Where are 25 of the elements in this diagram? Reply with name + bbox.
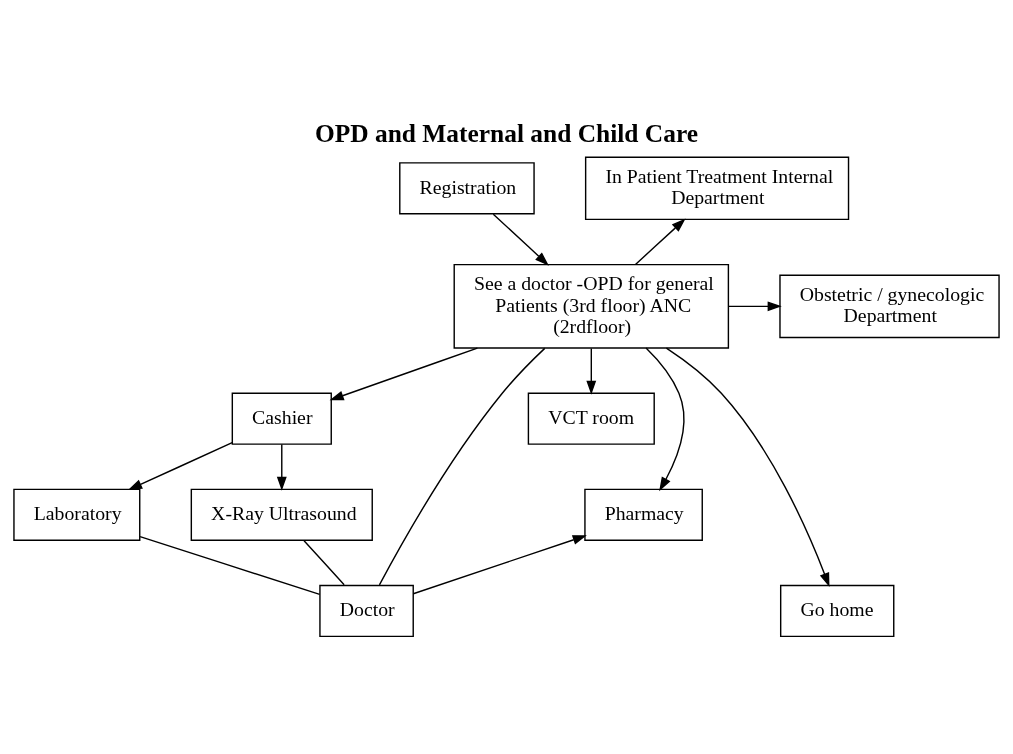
connector bbox=[139, 535, 321, 596]
arrow bbox=[329, 347, 479, 401]
arrow bbox=[412, 535, 587, 595]
arrow bbox=[645, 347, 685, 492]
node-box: Registration bbox=[399, 162, 535, 215]
node-box: Doctor bbox=[319, 584, 414, 638]
arrow bbox=[492, 213, 549, 266]
connector bbox=[378, 347, 546, 586]
arrow bbox=[634, 218, 686, 266]
node-box: In Patient Treatment Internal Department bbox=[584, 156, 850, 221]
node-box: Cashier bbox=[231, 392, 332, 445]
arrow bbox=[728, 301, 782, 312]
arrow bbox=[586, 347, 597, 395]
arrow bbox=[276, 443, 287, 491]
node-box: Go home bbox=[780, 584, 895, 638]
node-box: Laboratory bbox=[13, 488, 141, 541]
node-box: VCT room bbox=[527, 392, 655, 445]
node-box: Pharmacy bbox=[584, 488, 703, 541]
node-box: Obstetric / gynecologic Department bbox=[779, 274, 1000, 339]
arrow bbox=[128, 442, 233, 491]
node-box: X-Ray Ultrasound bbox=[190, 488, 373, 541]
connector bbox=[303, 540, 345, 586]
arrow bbox=[665, 347, 830, 587]
node-box: See a doctor -OPD for general Patients (3rd floor) ANC (2rdfloor) bbox=[453, 263, 730, 349]
diagram-title: OPD and Maternal and Child Care bbox=[314, 119, 699, 149]
